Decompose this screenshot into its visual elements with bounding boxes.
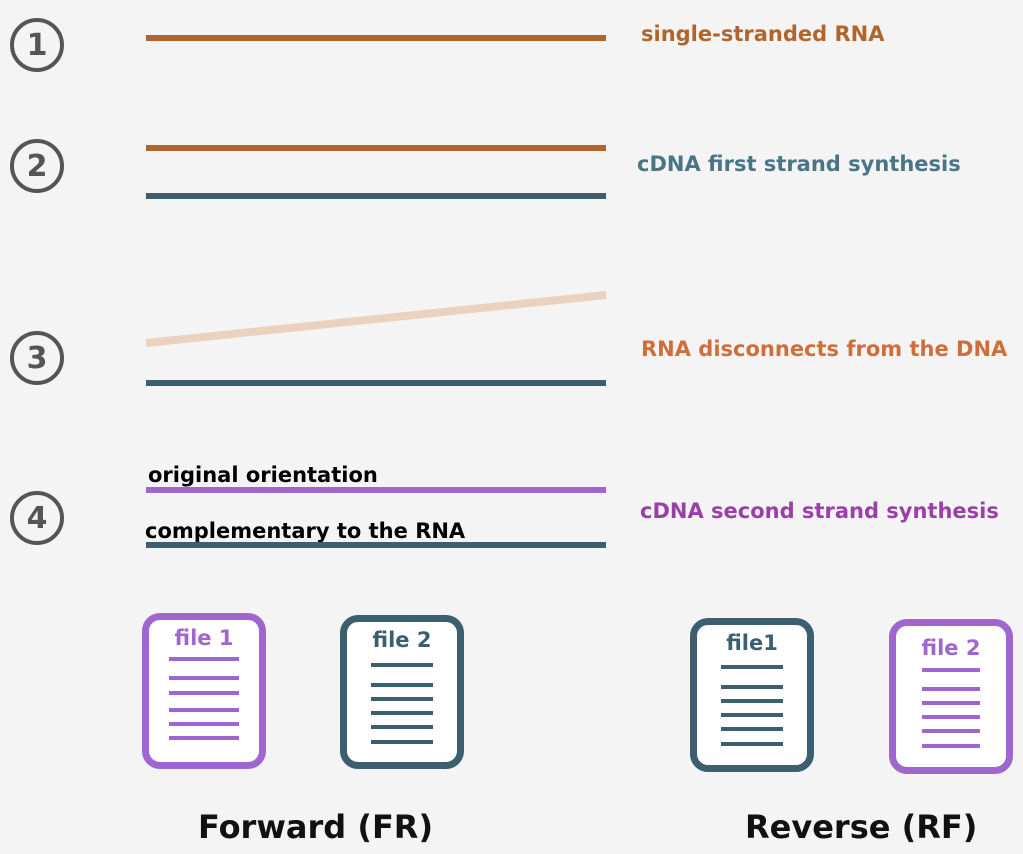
file-line <box>721 742 783 746</box>
step-3-number: 3 <box>26 340 48 376</box>
file-line <box>922 687 980 691</box>
step-1-circle: 1 <box>10 18 64 72</box>
file-line <box>721 665 783 669</box>
step-2-label: cDNA first strand synthesis <box>637 152 961 176</box>
file-line <box>371 711 433 715</box>
file-line <box>169 708 239 712</box>
file-line <box>169 736 239 740</box>
file-1-reverse-title: file1 <box>726 631 778 655</box>
step-3-label: RNA disconnects from the DNA <box>641 337 1008 361</box>
cdna-strand-step2 <box>146 193 606 199</box>
cdna-strand-step3 <box>146 380 606 386</box>
complementary-label: complementary to the RNA <box>145 519 466 543</box>
step-4-number: 4 <box>26 500 48 536</box>
file-line <box>721 685 783 689</box>
file-line <box>169 657 239 661</box>
file-2-reverse-document-icon: file 2 <box>889 619 1013 774</box>
step-3-circle: 3 <box>10 331 64 385</box>
forward-caption: Forward (FR) <box>198 808 434 846</box>
step-2-circle: 2 <box>10 139 64 193</box>
file-line <box>922 701 980 705</box>
file-line <box>922 715 980 719</box>
step-4-circle: 4 <box>10 491 64 545</box>
file-line <box>922 668 980 672</box>
file-line <box>371 663 433 667</box>
reverse-caption: Reverse (RF) <box>745 808 978 846</box>
second-strand-step4 <box>146 487 606 493</box>
file-2-forward-title: file 2 <box>372 628 432 652</box>
file-line <box>721 699 783 703</box>
file-1-forward-title: file 1 <box>174 626 234 650</box>
file-line <box>922 729 980 733</box>
file-1-reverse-document-icon: file1 <box>690 618 814 772</box>
file-line <box>721 713 783 717</box>
file-line <box>371 697 433 701</box>
step-2-number: 2 <box>26 148 48 184</box>
file-line <box>169 676 239 680</box>
file-line <box>169 722 239 726</box>
file-line <box>371 683 433 687</box>
cdna-strand-step4 <box>146 542 606 548</box>
step-1-label: single-stranded RNA <box>641 22 885 46</box>
file-line <box>721 727 783 731</box>
file-2-reverse-title: file 2 <box>921 636 981 660</box>
rna-strand-step2 <box>146 145 606 151</box>
file-line <box>922 744 980 748</box>
rna-strand-step1 <box>146 35 606 41</box>
file-2-forward-document-icon: file 2 <box>340 615 464 769</box>
file-line <box>371 740 433 744</box>
step-1-number: 1 <box>26 27 48 63</box>
file-line <box>169 691 239 695</box>
original-orientation-label: original orientation <box>148 463 378 487</box>
file-line <box>371 725 433 729</box>
step-4-label: cDNA second strand synthesis <box>640 499 999 523</box>
file-1-forward-document-icon: file 1 <box>142 613 266 769</box>
